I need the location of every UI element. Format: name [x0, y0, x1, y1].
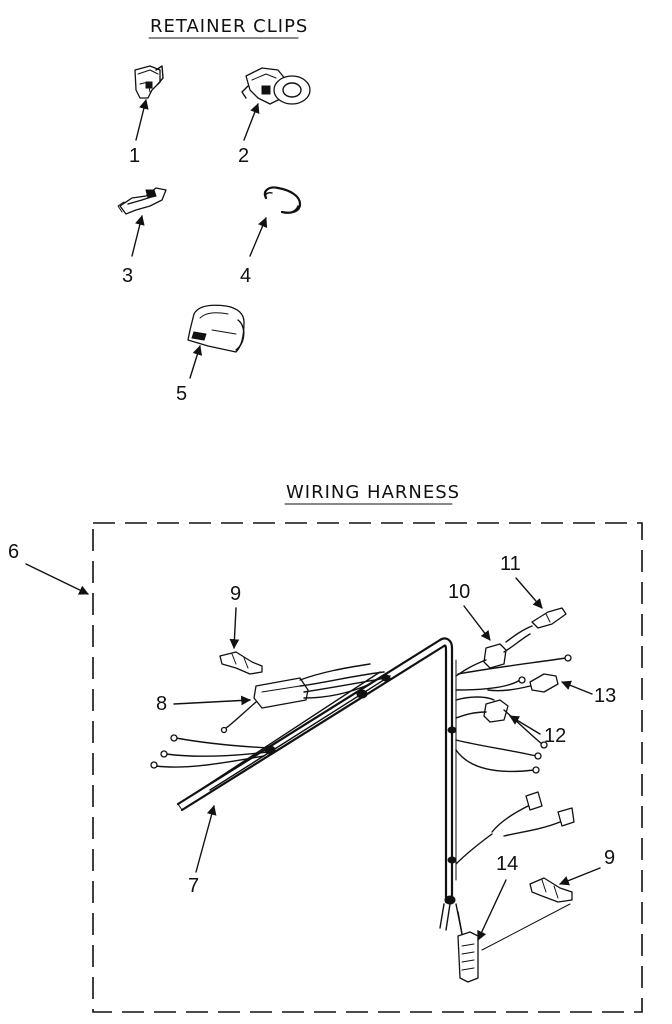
- callout-13: 13: [594, 685, 616, 707]
- callout-10-arrow: [463, 605, 491, 641]
- clip-3-arrow: [131, 215, 145, 257]
- wiring-harness-title: WIRING HARNESS: [286, 482, 460, 503]
- connector-8-illustration: [220, 663, 387, 734]
- terminal-11-illustration: [505, 607, 567, 643]
- callout-6-arrow: [25, 563, 89, 595]
- harness-boundary-box: [92, 522, 643, 1013]
- terminal-13-illustration: [457, 654, 572, 693]
- left-loose-wires: [150, 734, 271, 769]
- callout-8: 8: [156, 693, 167, 715]
- callout-13-arrow: [561, 680, 593, 695]
- callout-4: 4: [240, 265, 251, 287]
- callout-3: 3: [122, 265, 133, 287]
- clip-2-illustration: [241, 67, 311, 105]
- retainer-clips-section: RETAINER CLIPS 1 2: [117, 16, 311, 405]
- connector-14-illustration: [457, 911, 479, 983]
- callout-11: 11: [500, 553, 521, 575]
- clip-4-illustration: [263, 186, 302, 214]
- clip-4-arrow: [249, 217, 268, 257]
- callout-12-arrow: [509, 715, 541, 735]
- callout-9-upper-arrow: [229, 607, 240, 649]
- terminal-9-lower-illustration: [481, 877, 573, 951]
- clip-5-illustration: [187, 304, 245, 353]
- callout-9-lower: 9: [604, 847, 615, 869]
- callout-12: 12: [544, 725, 566, 747]
- clip-1-arrow: [135, 99, 149, 141]
- retainer-clips-title: RETAINER CLIPS: [150, 16, 308, 37]
- callout-10: 10: [448, 581, 470, 603]
- callout-7-arrow: [195, 805, 217, 873]
- callout-5: 5: [176, 383, 187, 405]
- clip-5-arrow: [189, 345, 203, 379]
- clip-2-arrow: [243, 103, 260, 141]
- callout-2: 2: [238, 145, 249, 167]
- callout-6: 6: [8, 541, 19, 563]
- right-plug-connectors: [455, 791, 575, 865]
- callout-8-arrow: [173, 695, 251, 706]
- connector-12-illustration: [455, 676, 548, 774]
- wiring-harness-section: WIRING HARNESS 6: [8, 482, 643, 1013]
- clip-1-illustration: [134, 65, 164, 99]
- callout-14: 14: [496, 853, 518, 875]
- clip-3-illustration: [117, 187, 167, 215]
- callout-14-arrow: [477, 879, 507, 941]
- callout-1: 1: [129, 145, 140, 167]
- callout-11-arrow: [515, 577, 543, 609]
- terminal-9-upper-illustration: [219, 651, 263, 675]
- callout-9-upper: 9: [230, 583, 241, 605]
- callout-9-lower-arrow: [559, 867, 601, 886]
- callout-7: 7: [188, 875, 199, 897]
- connector-10-illustration: [455, 633, 531, 677]
